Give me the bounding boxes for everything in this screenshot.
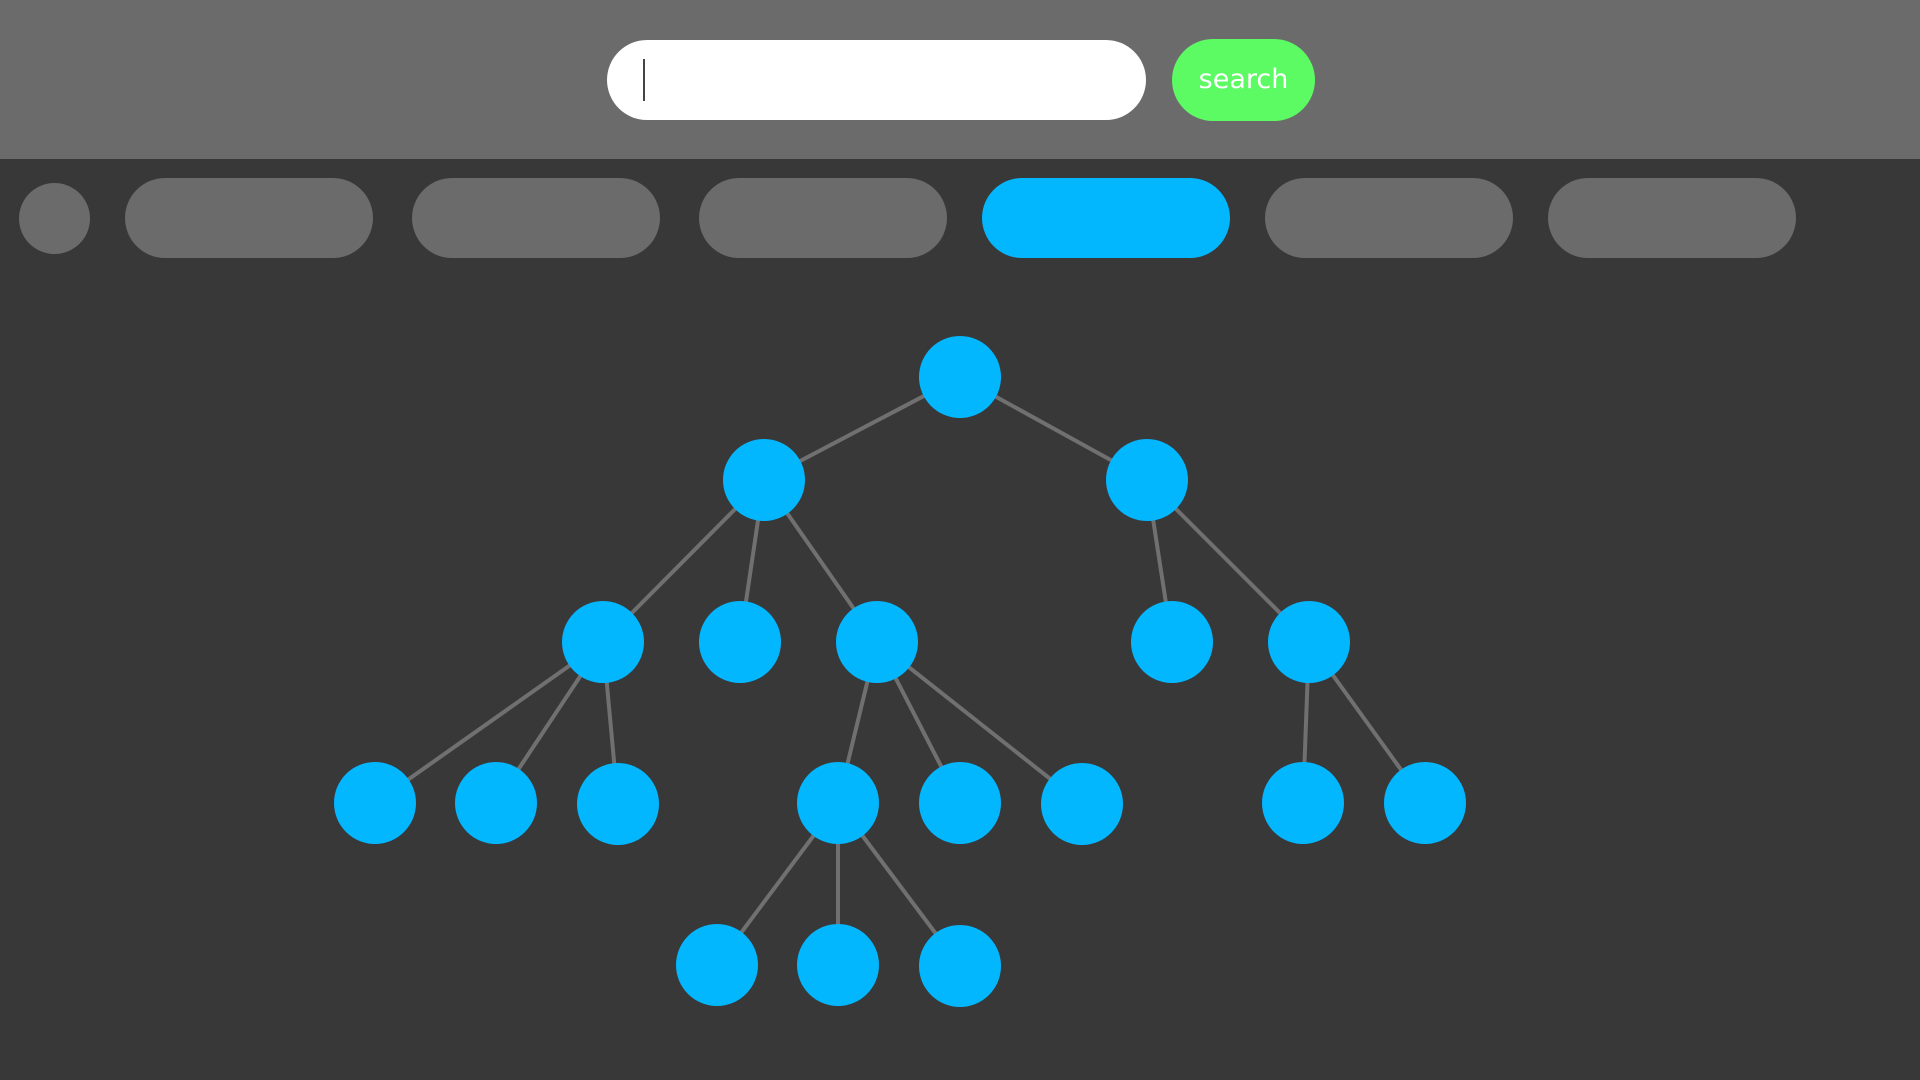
tree-node[interactable] [1384, 762, 1466, 844]
tab-2[interactable] [412, 178, 660, 258]
home-tab-button[interactable] [19, 183, 90, 254]
tree-node[interactable] [699, 601, 781, 683]
tree-node[interactable] [334, 762, 416, 844]
tree-node[interactable] [723, 439, 805, 521]
tab-1[interactable] [125, 178, 373, 258]
tree-node[interactable] [797, 762, 879, 844]
top-bar: search [0, 0, 1920, 159]
tree-node[interactable] [1106, 439, 1188, 521]
tree-node[interactable] [836, 601, 918, 683]
tree-node[interactable] [676, 924, 758, 1006]
search-input[interactable] [607, 40, 1146, 120]
tab-4-active[interactable] [982, 178, 1230, 258]
tree-nodes [334, 336, 1466, 1007]
tree-node[interactable] [919, 762, 1001, 844]
tree-edge [875, 640, 1084, 806]
tree-node[interactable] [455, 762, 537, 844]
tab-6[interactable] [1548, 178, 1796, 258]
tree-edge [373, 640, 605, 805]
tree-node[interactable] [1262, 762, 1344, 844]
tree-node[interactable] [1131, 601, 1213, 683]
tree-node[interactable] [1041, 763, 1123, 845]
tree-node[interactable] [919, 925, 1001, 1007]
text-caret [643, 59, 645, 101]
search-button[interactable]: search [1172, 39, 1315, 121]
tree-node[interactable] [562, 601, 644, 683]
tab-5[interactable] [1265, 178, 1513, 258]
tab-3[interactable] [699, 178, 947, 258]
tree-node[interactable] [797, 924, 879, 1006]
tree-node[interactable] [1268, 601, 1350, 683]
tree-node[interactable] [577, 763, 659, 845]
tree-root-node[interactable] [919, 336, 1001, 418]
